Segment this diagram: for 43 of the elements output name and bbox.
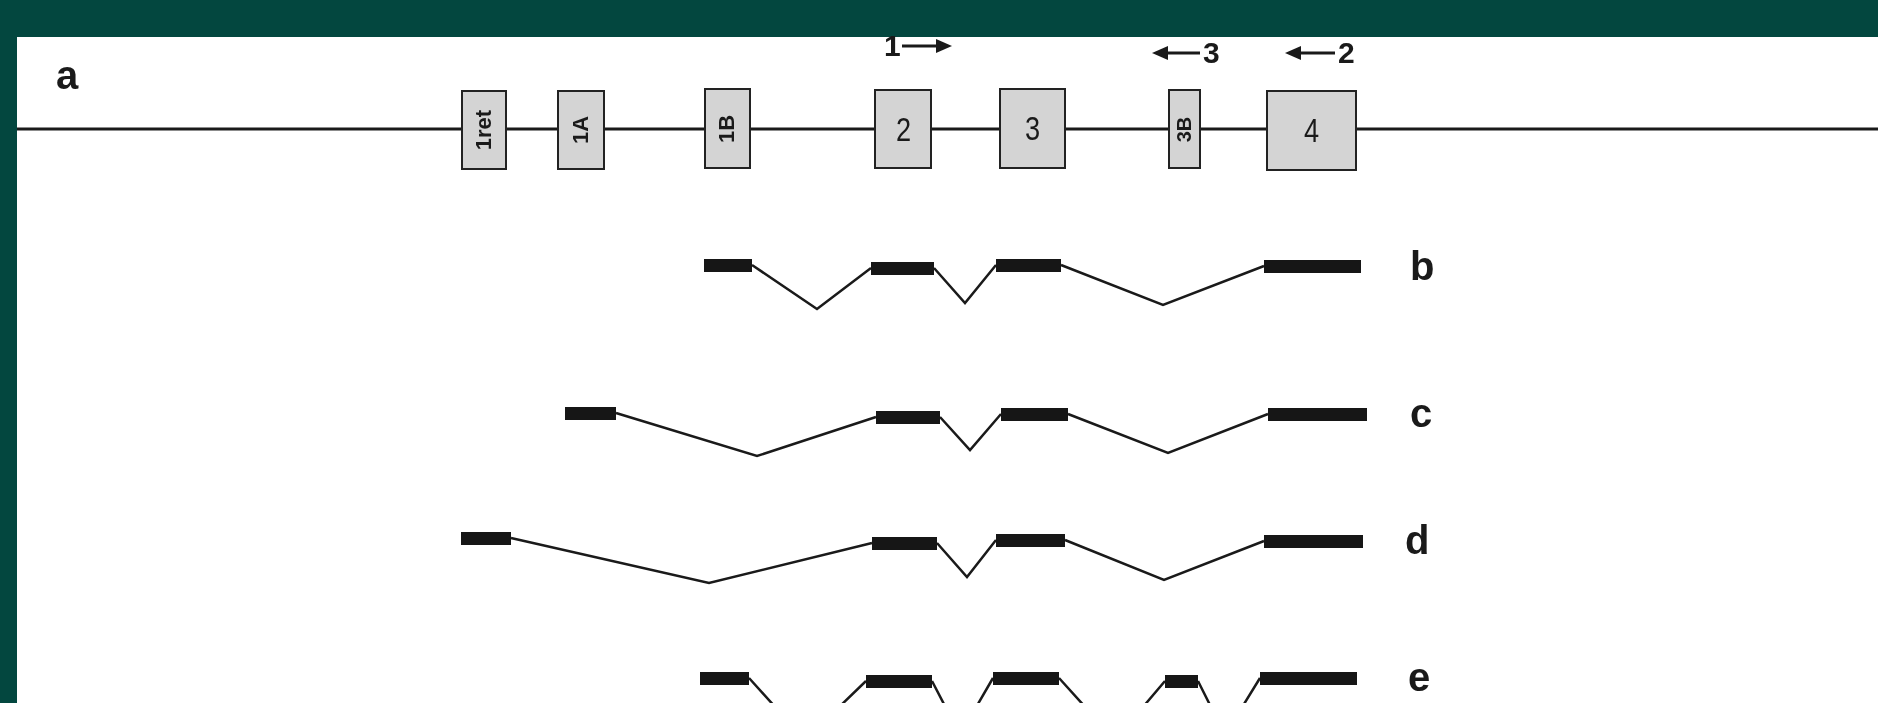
intron-line	[507, 127, 557, 131]
exon-label: 1B	[714, 114, 741, 143]
splice-line	[1058, 677, 1166, 703]
exon-label: 2	[895, 109, 911, 149]
exon-box	[557, 90, 605, 170]
panel-letter: a	[56, 55, 79, 95]
panel-letter: c	[1410, 393, 1433, 433]
intron-line	[751, 127, 874, 131]
panel-letter: b	[1410, 246, 1435, 286]
splice-line	[615, 411, 877, 458]
splice-line	[751, 263, 872, 311]
exon-label: 3B	[1173, 116, 1196, 142]
panel-letter: d	[1405, 520, 1430, 560]
primer-number: 2	[1338, 38, 1355, 68]
exon-box	[704, 88, 751, 169]
intron-line	[1357, 127, 1878, 131]
splice-line	[933, 264, 997, 305]
splice-line	[1064, 538, 1265, 582]
intron-line	[605, 127, 704, 131]
exon-label: 3	[1024, 109, 1041, 148]
exon-box	[461, 90, 507, 170]
splice-line	[748, 677, 867, 703]
exon-box	[874, 89, 932, 169]
splice-line	[939, 413, 1002, 452]
primer-number: 3	[1203, 38, 1220, 68]
intron-line	[1201, 127, 1266, 131]
splice-line	[1060, 263, 1265, 307]
exon-box	[999, 88, 1066, 169]
intron-line	[1066, 127, 1168, 131]
exon-box	[1266, 90, 1357, 171]
intron-line	[17, 127, 461, 131]
exon-box	[1168, 89, 1201, 169]
splice-line	[936, 539, 997, 579]
splice-line	[1196, 677, 1262, 703]
exon-label: 4	[1303, 111, 1320, 150]
primer-number: 1	[884, 31, 901, 61]
intron-line	[932, 127, 999, 131]
exon-label: 1A	[568, 115, 594, 145]
exon-label: 1ret	[471, 109, 497, 151]
panel-letter: e	[1408, 657, 1431, 697]
splice-line	[930, 677, 995, 703]
splice-line	[1067, 412, 1269, 455]
splice-line	[510, 536, 873, 585]
